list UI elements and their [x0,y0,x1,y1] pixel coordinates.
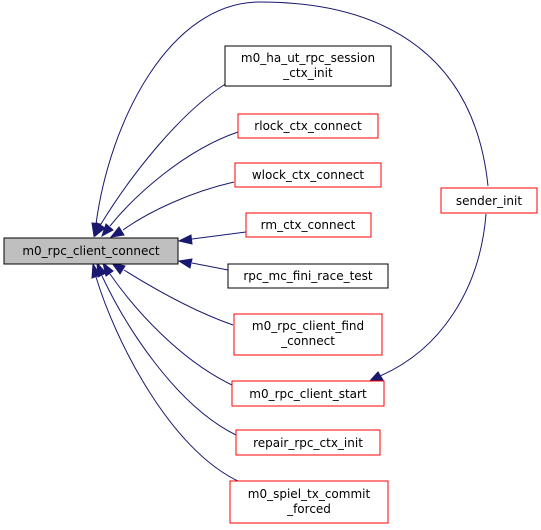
node-rlock-ctx-connect[interactable]: rlock_ctx_connect [237,113,379,139]
node-label: wlock_ctx_connect [252,168,365,182]
edge-rm-to-root [191,231,247,240]
node-m0-rpc-client-start[interactable]: m0_rpc_client_start [231,380,385,407]
node-rpc-mc-fini-race-test[interactable]: rpc_mc_fini_race_test [227,263,389,289]
arrowhead-rm [177,234,193,245]
node-label-line-1: m0_spiel_tx_commit [248,487,371,501]
node-repair-rpc-ctx-init[interactable]: repair_rpc_ctx_init [235,429,381,456]
node-label-line-2: _connect [280,334,335,348]
arrowhead-wlock [109,226,125,238]
node-label: m0_rpc_client_connect [22,244,160,258]
edge-rlock-to-root [109,131,239,227]
node-label-line-1: m0_rpc_client_find [252,319,364,333]
node-m0-spiel-tx-commit-forced[interactable]: m0_spiel_tx_commit _forced [229,480,389,524]
edge-ha-ut-to-root [100,79,233,225]
node-label: rm_ctx_connect [261,218,356,232]
node-label: sender_init [456,194,522,208]
node-label: rlock_ctx_connect [254,119,362,133]
node-m0-ha-ut-rpc-session-ctx-init[interactable]: m0_ha_ut_rpc_session _ctx_init [224,45,392,87]
edge-sender-to-root [95,1,489,225]
edge-start-to-sender [379,213,487,377]
edges [91,1,489,483]
edge-wlock-to-root [122,181,235,231]
node-label-line-2: _ctx_init [282,66,333,80]
node-label: rpc_mc_fini_race_test [243,269,373,283]
arrowhead-find [110,262,126,275]
node-wlock-ctx-connect[interactable]: wlock_ctx_connect [234,162,382,188]
node-label-line-2: _forced [286,502,331,516]
edge-spiel-to-root [95,276,241,483]
arrowhead-sender [91,222,102,238]
arrowhead-fini [177,258,193,269]
node-label: repair_rpc_ctx_init [253,436,363,450]
node-m0-rpc-client-connect[interactable]: m0_rpc_client_connect [3,237,179,265]
edge-fini-to-root [191,262,229,271]
node-sender-init[interactable]: sender_init [440,187,538,214]
node-m0-rpc-client-find-connect[interactable]: m0_rpc_client_find _connect [233,313,383,356]
edge-find-to-root [123,269,234,326]
node-label: m0_rpc_client_start [249,387,367,401]
node-rm-ctx-connect[interactable]: rm_ctx_connect [245,212,372,238]
edge-start-to-root [109,273,233,386]
edge-repair-to-root [101,275,237,436]
arrowhead-rlock [101,223,114,238]
arrowhead-spiel [91,262,101,279]
node-label-line-1: m0_ha_ut_rpc_session [241,51,375,65]
